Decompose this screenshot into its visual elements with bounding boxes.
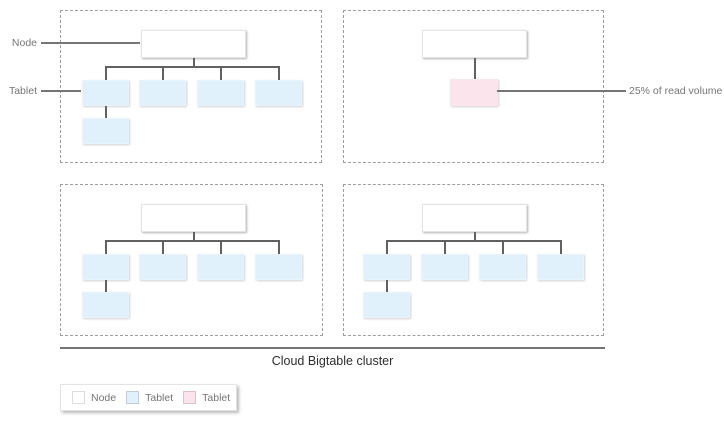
connector-line — [474, 58, 476, 79]
node-group-4 — [343, 184, 604, 336]
tablet-box — [82, 292, 129, 318]
connector-line — [105, 66, 280, 68]
connector-line — [444, 240, 446, 254]
tablet-swatch — [126, 391, 140, 404]
node-group-2 — [343, 10, 604, 163]
tablet-box — [82, 80, 129, 106]
connector-line — [474, 232, 476, 240]
connector-line — [386, 280, 388, 292]
tablet-box — [82, 254, 129, 280]
tablet-box — [255, 80, 302, 106]
legend-item-tablet: Tablet — [126, 391, 173, 404]
connector-line — [560, 240, 562, 254]
tablet-box — [139, 254, 186, 280]
tablet-box — [82, 118, 129, 144]
tablet-box — [197, 254, 244, 280]
legend-item-node: Node — [72, 391, 116, 404]
node-box — [141, 30, 246, 58]
node-group-3 — [60, 184, 323, 336]
connector-line — [220, 66, 222, 80]
connector-line — [386, 240, 388, 254]
connector-line — [162, 66, 164, 80]
connector-line — [105, 66, 107, 80]
tablet-box — [479, 254, 526, 280]
connector-line — [105, 240, 280, 242]
tablet-box — [363, 254, 410, 280]
leader-line-hot-tablet — [497, 90, 626, 92]
tablet-box — [363, 292, 410, 318]
legend-label: Tablet — [145, 391, 174, 404]
leader-line-tablet — [41, 90, 81, 92]
node-box — [422, 204, 527, 232]
tablet-box — [197, 80, 244, 106]
cluster-rule — [60, 347, 605, 349]
node-box — [141, 204, 246, 232]
connector-line — [105, 106, 107, 118]
tablet-box — [139, 80, 186, 106]
node-swatch — [72, 391, 85, 404]
legend-label: Node — [91, 391, 117, 404]
legend-item-hot-tablet: Tablet — [183, 391, 230, 404]
connector-line — [220, 240, 222, 254]
node-box — [422, 30, 527, 58]
hot-tablet-note: 25% of read volume — [629, 85, 723, 97]
hot-tablet-box — [450, 79, 498, 106]
connector-line — [105, 240, 107, 254]
tablet-box — [255, 254, 302, 280]
connector-line — [278, 66, 280, 80]
connector-line — [193, 232, 195, 240]
connector-line — [278, 240, 280, 254]
cluster-caption: Cloud Bigtable cluster — [271, 354, 394, 368]
tablet-box — [537, 254, 584, 280]
node-group-1 — [60, 10, 322, 163]
hot-tablet-swatch — [183, 391, 197, 404]
legend-label: Tablet — [202, 391, 231, 404]
leader-line-node — [41, 42, 140, 44]
tablet-box — [421, 254, 468, 280]
node-label: Node — [11, 37, 37, 49]
connector-line — [162, 240, 164, 254]
legend: Node Tablet Tablet — [60, 384, 237, 411]
connector-line — [502, 240, 504, 254]
connector-line — [386, 240, 561, 242]
connector-line — [105, 280, 107, 292]
connector-line — [193, 58, 195, 66]
tablet-label: Tablet — [8, 85, 37, 97]
